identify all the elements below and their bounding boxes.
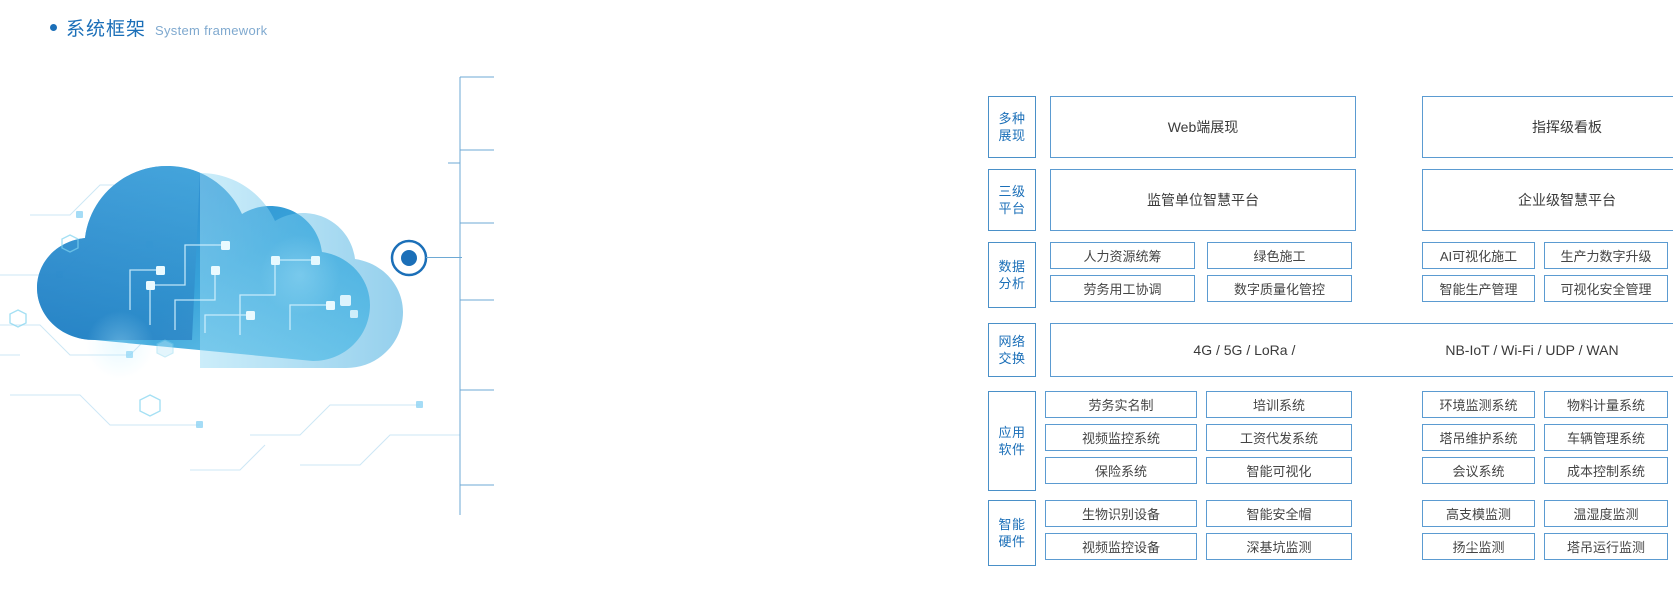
category-label-application: 应用软件 (988, 391, 1036, 491)
box-data-b-0-0[interactable]: AI可视化施工 (1422, 242, 1535, 269)
box-app-b-2-1[interactable]: 成本控制系统 (1544, 457, 1668, 484)
box-platform-1[interactable]: 企业级智慧平台 (1422, 169, 1673, 231)
category-label-network: 网络交换 (988, 323, 1036, 377)
box-hw-a-1-0[interactable]: 视频监控设备 (1045, 533, 1197, 560)
category-label-display: 多种展现 (988, 96, 1036, 158)
bullet-dot-icon (50, 24, 57, 31)
box-hw-b-0-0[interactable]: 高支模监测 (1422, 500, 1535, 527)
box-data-b-1-1[interactable]: 可视化安全管理 (1544, 275, 1668, 302)
box-app-a-0-1[interactable]: 培训系统 (1206, 391, 1352, 418)
category-label-platform: 三级平台 (988, 169, 1036, 231)
box-app-b-0-1[interactable]: 物料计量系统 (1544, 391, 1668, 418)
box-data-a-0-1[interactable]: 绿色施工 (1207, 242, 1352, 269)
cloud-to-diagram-connector (426, 257, 462, 259)
box-app-a-2-0[interactable]: 保险系统 (1045, 457, 1197, 484)
box-app-a-1-0[interactable]: 视频监控系统 (1045, 424, 1197, 451)
box-app-b-2-0[interactable]: 会议系统 (1422, 457, 1535, 484)
box-platform-0[interactable]: 监管单位智慧平台 (1050, 169, 1356, 231)
connector-rails (408, 45, 508, 515)
page-title: 系统框架 System framework (50, 14, 267, 41)
box-app-b-0-0[interactable]: 环境监测系统 (1422, 391, 1535, 418)
cloud-illustration (0, 95, 470, 495)
category-label-hardware: 智能硬件 (988, 500, 1036, 566)
box-app-b-1-0[interactable]: 塔吊维护系统 (1422, 424, 1535, 451)
network-protocols-left: 4G / 5G / LoRa / (1193, 342, 1296, 358)
box-data-a-0-0[interactable]: 人力资源统筹 (1050, 242, 1195, 269)
page-title-en: System framework (155, 23, 268, 38)
network-protocols-right: NB-IoT / Wi-Fi / UDP / WAN (1445, 342, 1619, 358)
box-data-b-0-1[interactable]: 生产力数字升级 (1544, 242, 1668, 269)
page-title-cn: 系统框架 (66, 19, 147, 40)
box-hw-b-0-1[interactable]: 温湿度监测 (1544, 500, 1668, 527)
box-display-1[interactable]: 指挥级看板 (1422, 96, 1673, 158)
box-data-b-1-0[interactable]: 智能生产管理 (1422, 275, 1535, 302)
box-app-a-0-0[interactable]: 劳务实名制 (1045, 391, 1197, 418)
box-data-a-1-0[interactable]: 劳务用工协调 (1050, 275, 1195, 302)
box-app-a-1-1[interactable]: 工资代发系统 (1206, 424, 1352, 451)
box-hw-b-1-0[interactable]: 扬尘监测 (1422, 533, 1535, 560)
box-hw-a-0-1[interactable]: 智能安全帽 (1206, 500, 1352, 527)
box-hw-b-1-1[interactable]: 塔吊运行监测 (1544, 533, 1668, 560)
box-app-b-1-1[interactable]: 车辆管理系统 (1544, 424, 1668, 451)
box-hw-a-0-0[interactable]: 生物识别设备 (1045, 500, 1197, 527)
box-data-a-1-1[interactable]: 数字质量化管控 (1207, 275, 1352, 302)
network-exchange-banner[interactable]: 4G / 5G / LoRa / NB-IoT / Wi-Fi / UDP / W… (1050, 323, 1673, 377)
category-label-data-analysis: 数据分析 (988, 242, 1036, 308)
box-app-a-2-1[interactable]: 智能可视化 (1206, 457, 1352, 484)
box-hw-a-1-1[interactable]: 深基坑监测 (1206, 533, 1352, 560)
box-display-0[interactable]: Web端展现 (1050, 96, 1356, 158)
